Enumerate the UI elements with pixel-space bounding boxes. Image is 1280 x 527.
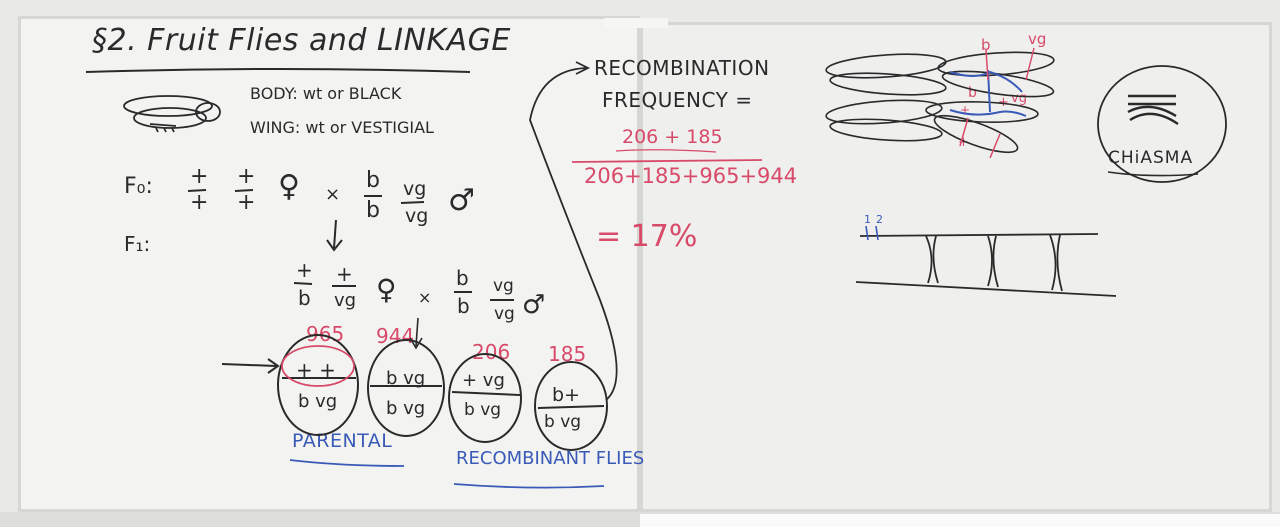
small-arrow xyxy=(409,317,423,350)
wing-trait-text: WING: wt or VESTIGIAL xyxy=(250,118,434,137)
male-symbol: ♂ xyxy=(448,183,475,218)
crossover-red xyxy=(959,47,1035,159)
parental-underline xyxy=(289,459,405,467)
rf-fraction-bar xyxy=(571,159,763,163)
fraction-bars xyxy=(187,189,514,301)
chiasma-label: CHiASMA xyxy=(1108,148,1194,168)
allele-plus: + xyxy=(190,190,209,215)
allele-plus: + xyxy=(336,262,353,286)
allele-b: b xyxy=(456,266,469,290)
offspring-circles xyxy=(277,334,608,451)
gene-label-b: b xyxy=(968,85,977,101)
parental-highlight xyxy=(281,345,355,387)
offspring-count: 185 xyxy=(548,342,587,366)
genotype-bottom: b vg xyxy=(386,398,426,419)
allele-b: b xyxy=(457,294,470,318)
allele-plus: + xyxy=(237,164,256,189)
allele-vg: vg xyxy=(494,304,515,324)
allele-vg: vg xyxy=(493,276,514,296)
board-clip xyxy=(604,18,668,28)
frequency-denominator: 206+185+965+944 xyxy=(584,164,798,188)
genotype-top: b vg xyxy=(386,368,426,389)
allele-plus: + xyxy=(190,164,209,189)
gene-label-plus: + xyxy=(960,103,971,117)
rf-numerator-underline xyxy=(615,149,717,153)
frequency-result: = 17% xyxy=(596,219,698,254)
chiasma-symbol xyxy=(1097,65,1227,183)
allele-b: b xyxy=(366,168,380,193)
gene-label-b: b xyxy=(981,36,991,54)
gene-label-vg: vg xyxy=(1028,30,1047,48)
frequency-label: FREQUENCY = xyxy=(602,88,753,112)
fly-sketch xyxy=(123,95,221,133)
genotype-top: + vg xyxy=(462,370,505,391)
left-arrow xyxy=(221,358,280,374)
offspring-count: 206 xyxy=(472,340,511,364)
marker-tray-right xyxy=(640,514,1280,527)
genotype-top: + + xyxy=(296,358,336,382)
allele-b: b xyxy=(366,198,380,223)
genotype-bottom: b vg xyxy=(464,400,502,420)
allele-plus: + xyxy=(296,258,313,282)
chromosome-sketch xyxy=(825,51,1055,154)
cross-symbol: × xyxy=(325,184,341,205)
recombinant-underline xyxy=(453,483,605,489)
female-symbol: ♀ xyxy=(376,273,397,306)
gene-label-plus: + xyxy=(998,95,1009,110)
frequency-numerator: 206 + 185 xyxy=(622,126,723,148)
allele-vg: vg xyxy=(405,205,429,227)
page-title: §2. Fruit Flies and LINKAGE xyxy=(92,23,511,58)
ladder-sketch xyxy=(855,225,1117,297)
genotype-bottom: b vg xyxy=(298,391,338,412)
recombinant-label: RECOMBINANT FLIES xyxy=(456,448,645,469)
body-trait-text: BODY: wt or BLACK xyxy=(250,84,402,103)
cross-symbol: × xyxy=(418,288,432,307)
gene-label-plus: + xyxy=(958,135,969,150)
strand-number: 1 xyxy=(864,213,871,226)
f1-label: F₁: xyxy=(124,232,151,256)
f0-label: F₀: xyxy=(124,174,153,199)
female-symbol: ♀ xyxy=(278,169,300,204)
down-arrow xyxy=(326,219,343,252)
title-underline xyxy=(85,68,471,73)
male-symbol: ♂ xyxy=(522,290,546,320)
allele-vg: vg xyxy=(334,290,357,311)
strand-number: 2 xyxy=(876,213,883,226)
allele-vg: vg xyxy=(403,178,427,200)
curved-arrow xyxy=(529,61,618,401)
parental-label: PARENTAL xyxy=(292,430,393,452)
allele-plus: + xyxy=(237,190,256,215)
recombination-label: RECOMBINATION xyxy=(594,56,770,80)
genotype-bottom: b vg xyxy=(544,412,582,432)
genotype-top: b+ xyxy=(552,384,580,406)
allele-b: b xyxy=(298,286,311,310)
